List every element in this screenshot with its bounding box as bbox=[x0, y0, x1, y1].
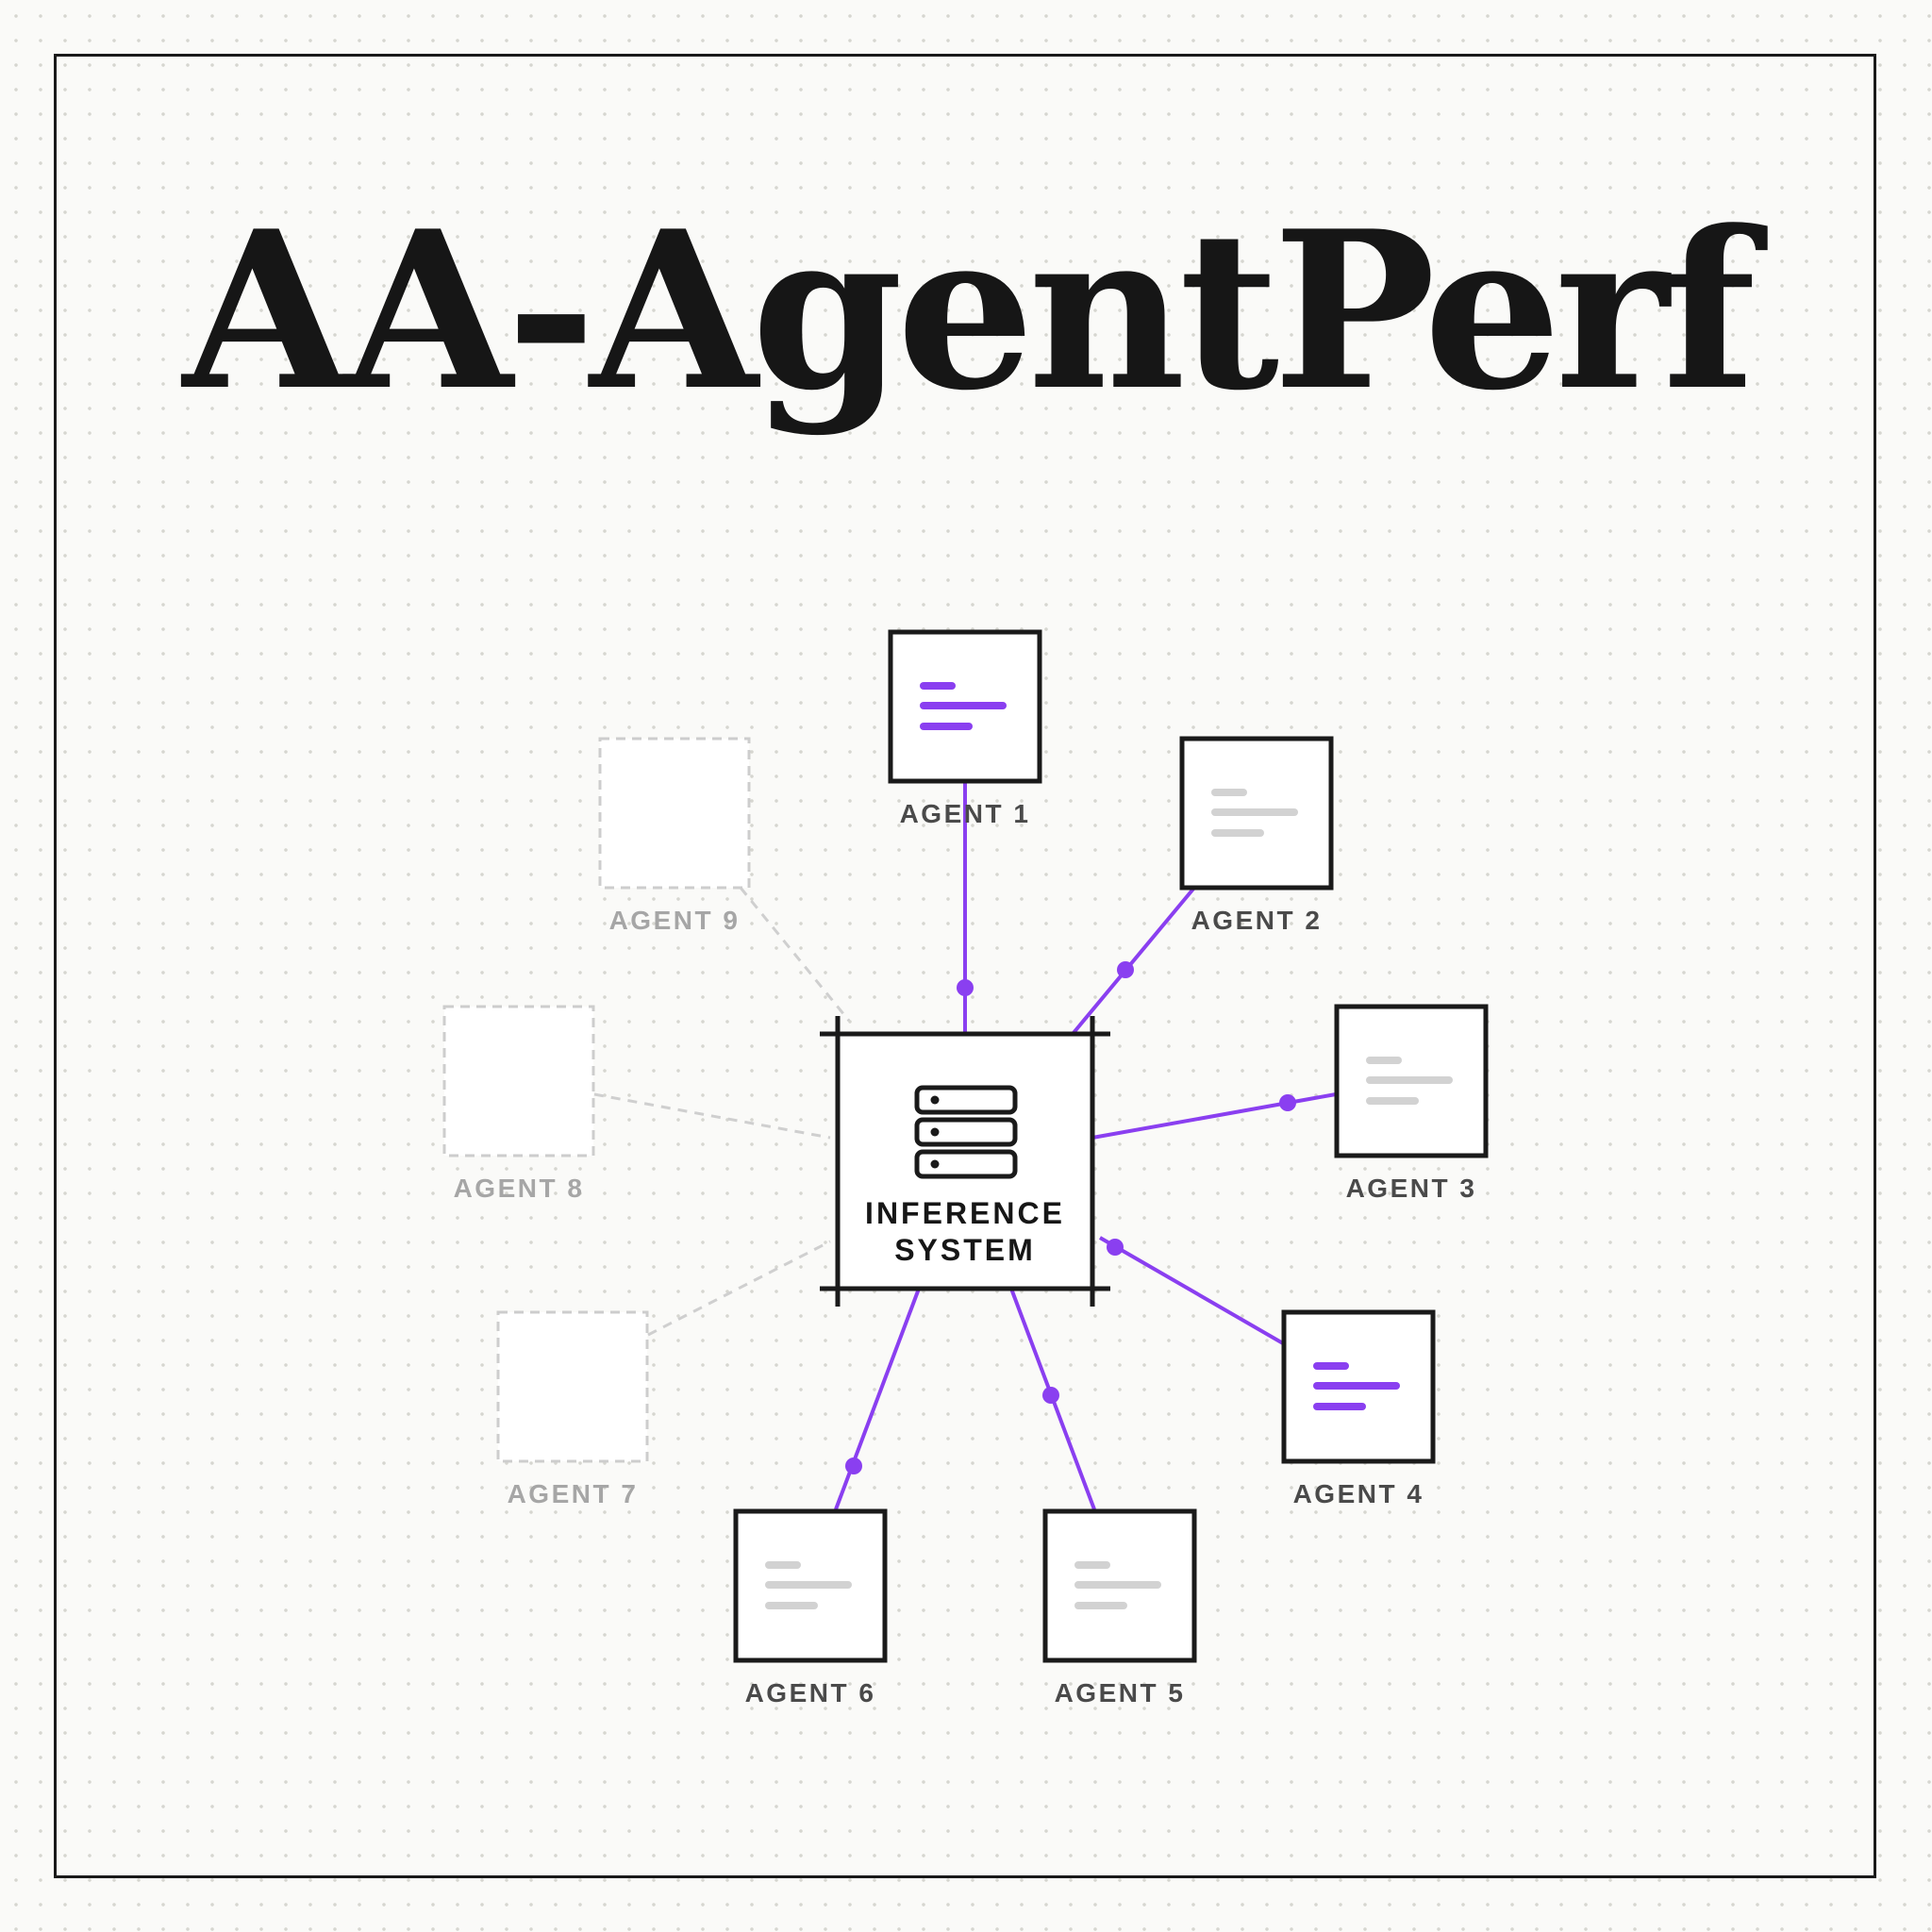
connection-line-agent-3 bbox=[1091, 1092, 1337, 1140]
text-lines-icon bbox=[1313, 1362, 1400, 1410]
text-lines-icon bbox=[920, 682, 1007, 730]
connection-lines bbox=[593, 783, 1337, 1510]
corner-crosshair-marks bbox=[820, 1016, 1110, 1307]
connection-line-agent-4 bbox=[1099, 1236, 1284, 1345]
inference-system-node: INFERENCE SYSTEM bbox=[820, 1016, 1110, 1307]
agent-node-2: AGENT 2 bbox=[1179, 736, 1334, 935]
server-stack-icon bbox=[914, 1085, 1018, 1179]
agent-node-3: AGENT 3 bbox=[1334, 1004, 1489, 1203]
agent-node-1: AGENT 1 bbox=[888, 629, 1042, 828]
agent-box-9 bbox=[598, 737, 751, 890]
text-lines-icon bbox=[1074, 1561, 1161, 1609]
hub-label-line1: INFERENCE bbox=[865, 1196, 1065, 1230]
connection-line-agent-7 bbox=[647, 1240, 831, 1337]
agent-node-7: AGENT 7 bbox=[496, 1310, 649, 1508]
agent-node-4: AGENT 4 bbox=[1281, 1309, 1436, 1508]
text-lines-icon bbox=[1366, 1057, 1453, 1105]
agent-box-3 bbox=[1334, 1004, 1489, 1158]
agent-node-5: AGENT 5 bbox=[1042, 1508, 1197, 1707]
text-lines-icon bbox=[1211, 789, 1298, 837]
text-lines-icon bbox=[765, 1561, 852, 1609]
connection-dot-agent-6 bbox=[845, 1457, 862, 1474]
diagram-frame bbox=[54, 54, 1876, 1878]
agent-node-6: AGENT 6 bbox=[733, 1508, 888, 1707]
agent-label-9: AGENT 9 bbox=[609, 906, 741, 935]
agent-label-2: AGENT 2 bbox=[1191, 906, 1323, 935]
connection-dot-agent-5 bbox=[1042, 1387, 1059, 1404]
agent-label-3: AGENT 3 bbox=[1346, 1174, 1477, 1203]
hub-label-line2: SYSTEM bbox=[894, 1233, 1036, 1267]
agent-label-4: AGENT 4 bbox=[1293, 1479, 1424, 1508]
page-title: AA-AgentPerf bbox=[182, 184, 1757, 439]
agent-label-7: AGENT 7 bbox=[508, 1479, 639, 1508]
agent-label-5: AGENT 5 bbox=[1055, 1678, 1186, 1707]
agent-label-1: AGENT 1 bbox=[900, 799, 1031, 828]
connection-line-agent-6 bbox=[834, 1288, 921, 1510]
agent-box-8 bbox=[442, 1005, 595, 1158]
connection-dot-agent-1 bbox=[957, 979, 974, 996]
agent-label-8: AGENT 8 bbox=[454, 1174, 585, 1203]
agent-node-8: AGENT 8 bbox=[442, 1005, 595, 1203]
agent-nodes: AGENT 1 AGENT 2 AGENT 3 AGENT 4 AGENT 5 AGENT… bbox=[442, 629, 1489, 1707]
connection-line-agent-8 bbox=[593, 1092, 831, 1140]
agent-box-7 bbox=[496, 1310, 649, 1463]
connection-dot-agent-3 bbox=[1279, 1094, 1296, 1111]
connection-line-agent-9 bbox=[739, 887, 851, 1022]
connection-line-agent-2 bbox=[1071, 886, 1196, 1036]
connection-dot-agent-4 bbox=[1107, 1239, 1124, 1256]
agent-label-6: AGENT 6 bbox=[745, 1678, 876, 1707]
agent-node-9: AGENT 9 bbox=[598, 737, 751, 935]
connection-dot-agent-2 bbox=[1117, 961, 1134, 978]
